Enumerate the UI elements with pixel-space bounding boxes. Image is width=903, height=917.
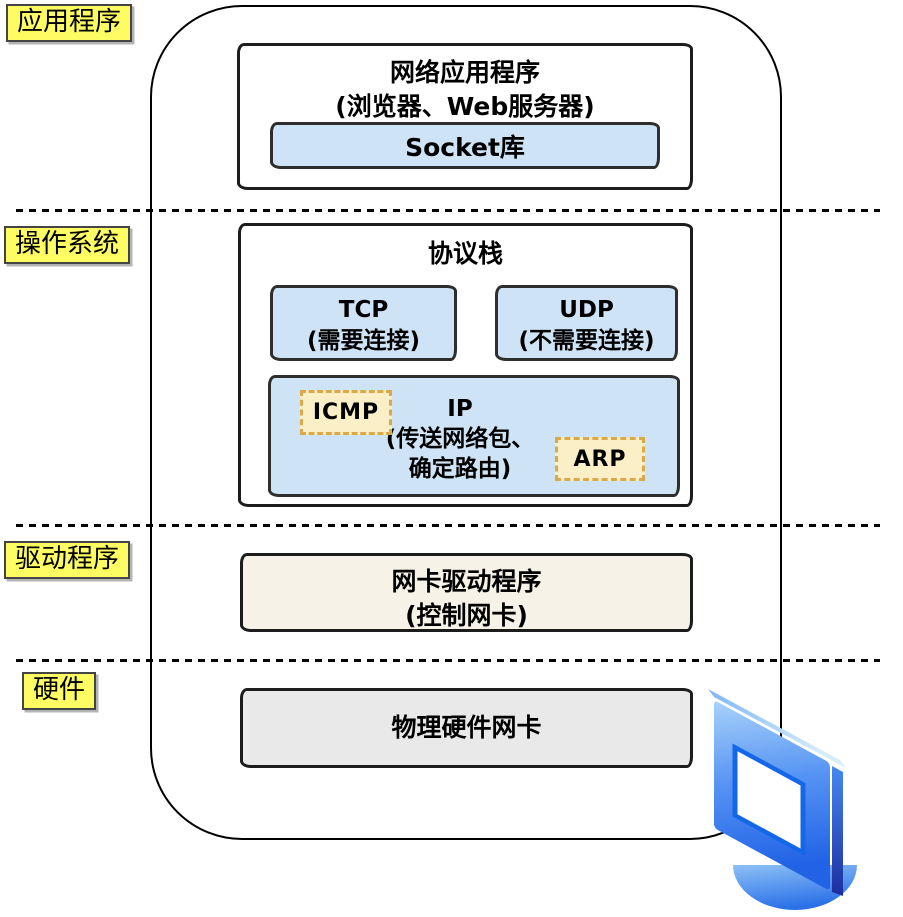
layer-tag-driver: 驱动程序 [4,541,131,579]
computer-boundary-outline [150,5,782,840]
nic-driver-title-line2: (控制网卡) [405,600,528,630]
network-app-box: 网络应用程序 (浏览器、Web服务器) Socket库 [237,43,693,190]
physical-nic-box: 物理硬件网卡 [240,688,693,768]
ip-box: IP (传送网络包、 确定路由) ICMP ARP [268,375,680,497]
protocol-stack-title: 协议栈 [427,239,503,268]
tcp-box: TCP (需要连接) [270,285,457,361]
layer-tag-hardware: 硬件 [22,672,97,710]
ip-subtitle-line1: (传送网络包、 [385,425,535,452]
udp-subtitle: (不需要连接) [518,328,655,355]
computer-icon [708,689,857,910]
ip-label: IP [447,396,473,422]
layer-divider-os-driver [16,524,880,527]
monitor-screen [732,743,806,857]
arp-badge: ARP [555,437,645,481]
layer-divider-driver-hardware [16,659,880,662]
monitor-top-bevel [708,689,846,768]
ip-text: IP (传送网络包、 确定路由) [271,395,649,485]
layer-divider-application-os [16,209,880,212]
tcp-subtitle: (需要连接) [306,328,421,355]
physical-nic-label: 物理硬件网卡 [391,713,542,743]
udp-label: UDP [559,297,614,323]
network-app-title-line2: (浏览器、Web服务器) [335,91,595,121]
nic-driver-box: 网卡驱动程序 (控制网卡) [240,553,693,632]
nic-driver-title-line1: 网卡驱动程序 [391,567,542,596]
monitor-side-panel [832,766,843,896]
layer-tag-os: 操作系统 [4,226,131,264]
network-app-title-line1: 网络应用程序 [389,58,540,87]
protocol-stack-box: 协议栈 TCP (需要连接) UDP (不需要连接) IP (传送网络包、 确定… [238,223,693,507]
ip-subtitle-line2: 确定路由) [408,455,512,482]
tcp-label: TCP [338,297,389,323]
icmp-badge: ICMP [300,390,392,435]
layer-tag-application: 应用程序 [6,4,133,42]
udp-box: UDP (不需要连接) [495,285,678,361]
socket-library-bar: Socket库 [270,122,660,169]
